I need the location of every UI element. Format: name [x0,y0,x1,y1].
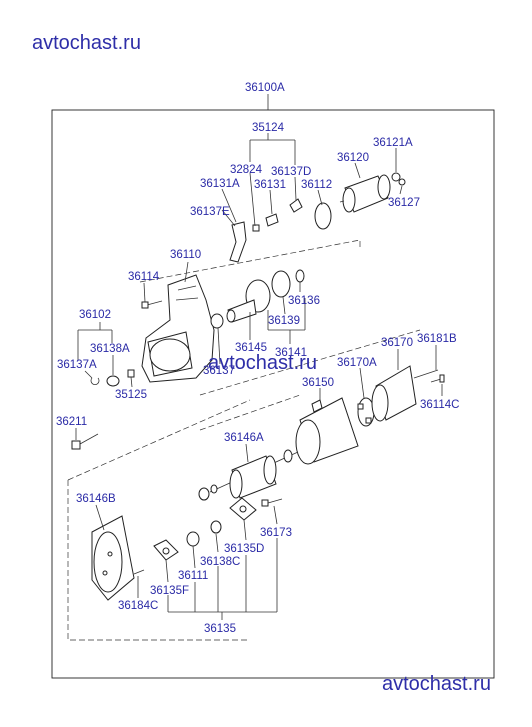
label-36131: 36131 [254,179,286,191]
plate-36135F [153,539,179,561]
solenoid-switch-36120 [339,174,391,213]
label-36100A: 36100A [245,82,285,94]
label-36137A: 36137A [57,359,97,371]
label-36137: 36137 [203,365,235,377]
label-36146B: 36146B [76,493,116,505]
lever-36137E [229,221,247,263]
brush-holder-36170A [357,397,375,427]
label-36111: 36111 [178,570,208,582]
through-bolt-36181B [413,369,439,379]
label-36137D: 36137D [271,166,311,178]
plug-35125 [127,369,135,378]
front-bracket-36110 [141,274,215,383]
plunger-ring-36112 [314,202,332,230]
washer-36138C [210,520,222,534]
label-36184C: 36184C [118,600,158,612]
label-36135F: 36135F [150,585,189,597]
label-36112: 36112 [301,179,332,191]
diagram-frame [51,109,495,679]
pin-36131A [252,224,260,232]
label-36114: 36114 [128,271,160,283]
plate-36137D [289,198,303,213]
watermark-top: avtochast.ru [32,32,141,54]
label-36181B: 36181B [417,333,457,345]
pinion-gear-36139 [271,270,291,298]
clip-36137A [90,377,100,386]
label-36141: 36141 [275,347,307,359]
bolt-36114 [141,300,163,309]
nut-36121A [391,172,401,182]
label-36170A: 36170A [337,357,377,369]
label-35125: 35125 [115,389,147,401]
washer-36111 [186,531,200,547]
label-36150: 36150 [302,377,334,389]
armature-36146A [198,449,299,501]
stop-ring-36136 [295,269,305,283]
leader-lines [75,133,443,620]
washer-36127 [398,178,406,186]
label-36121A: 36121A [373,137,413,149]
bolt-36211 [71,433,99,450]
label-32824: 32824 [230,164,263,176]
label-36138A: 36138A [90,343,130,355]
label-36146A: 36146A [224,432,264,444]
screw-36114C [430,374,445,383]
overrunning-clutch-36145 [226,279,271,323]
plate-36135D [229,497,257,521]
label-36114C: 36114C [420,399,459,411]
label-36137E: 36137E [190,206,230,218]
label-36170: 36170 [381,337,413,349]
washer-36137 [210,313,224,329]
watermark-bottom: avtochast.ru [382,673,491,695]
label-36138C: 36138C [200,556,240,568]
yoke-assembly-36150 [295,397,359,465]
label-36131A: 36131A [200,178,240,190]
screw-36184C [133,569,145,575]
label-36120: 36120 [337,152,369,164]
part-number-labels: 36100A 35124 32824 36137D 36121A 36120 3… [56,82,459,635]
label-36127: 36127 [388,197,420,209]
bolt-36173 [261,498,283,507]
watermark-middle: avtochast.ru [208,352,317,374]
label-36135: 36135 [204,623,236,635]
label-36173: 36173 [260,527,292,539]
label-36145: 36145 [235,342,267,354]
bushing-36138A [106,375,120,387]
label-36102: 36102 [79,309,111,321]
label-36139: 36139 [268,315,300,327]
label-36110: 36110 [170,249,201,261]
spring-36131 [265,213,279,227]
label-36136: 36136 [288,295,320,307]
label-36135D: 36135D [224,543,264,555]
label-36211: 36211 [56,416,87,428]
label-35124: 35124 [252,122,285,134]
rear-cover-36170 [371,365,417,422]
end-frame-36146B [91,515,135,601]
